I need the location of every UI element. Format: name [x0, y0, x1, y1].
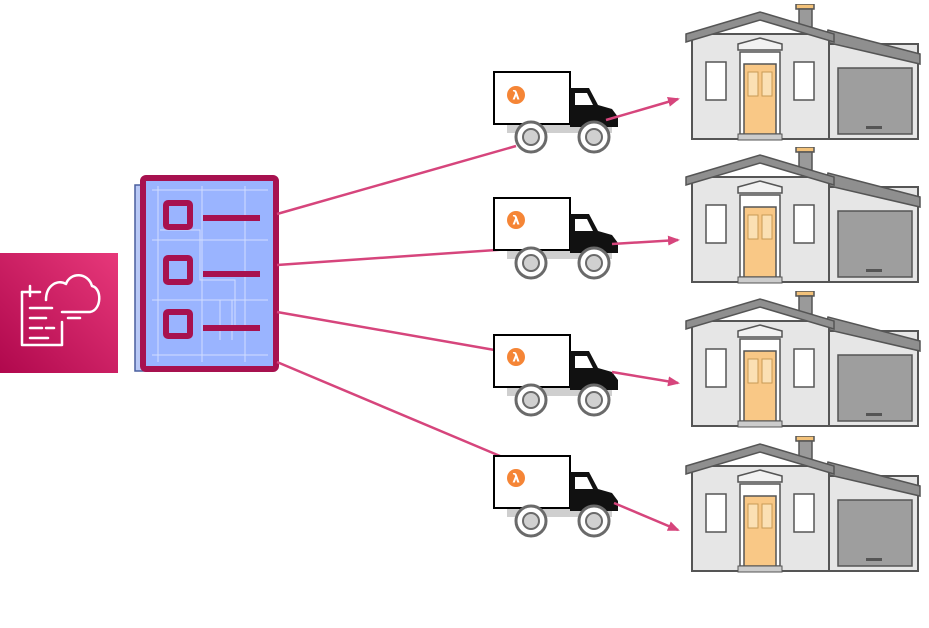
- lambda-badge: λ: [512, 351, 520, 365]
- connectors: [276, 144, 517, 458]
- truck-2: λ: [493, 197, 620, 280]
- lambda-badge: λ: [512, 89, 520, 103]
- arrow-to-house-1: [605, 97, 680, 122]
- blueprint-row-box-2: [163, 255, 193, 285]
- connector-line-3: [276, 310, 507, 354]
- arrow-to-house-4: [613, 501, 680, 532]
- house-2: [685, 147, 921, 284]
- house-3: [685, 291, 921, 428]
- blueprint-icon: [134, 175, 279, 372]
- lambda-icon: [507, 469, 525, 487]
- cloudformation-icon: [0, 253, 118, 373]
- lambda-badge: λ: [512, 472, 520, 486]
- blueprint-row-box-3: [163, 309, 193, 339]
- lambda-icon: [507, 348, 525, 366]
- truck-4: λ: [493, 455, 620, 538]
- lambda-badge: λ: [512, 214, 520, 228]
- blueprint-row-bar-1: [203, 215, 260, 221]
- house-4: [685, 436, 921, 573]
- truck-3: λ: [493, 334, 620, 417]
- lambda-icon: [507, 86, 525, 104]
- arrow-to-house-2: [611, 235, 680, 246]
- lambda-icon: [507, 211, 525, 229]
- blueprint-row-box-1: [163, 200, 193, 230]
- connector-line-2: [276, 247, 511, 267]
- house-1: [685, 4, 921, 141]
- connector-line-4: [276, 360, 501, 458]
- connector-line-1: [276, 144, 517, 216]
- truck-1: λ: [493, 71, 620, 154]
- blueprint-row-bar-3: [203, 325, 260, 331]
- arrow-to-house-3: [611, 370, 680, 387]
- blueprint-row-bar-2: [203, 271, 260, 277]
